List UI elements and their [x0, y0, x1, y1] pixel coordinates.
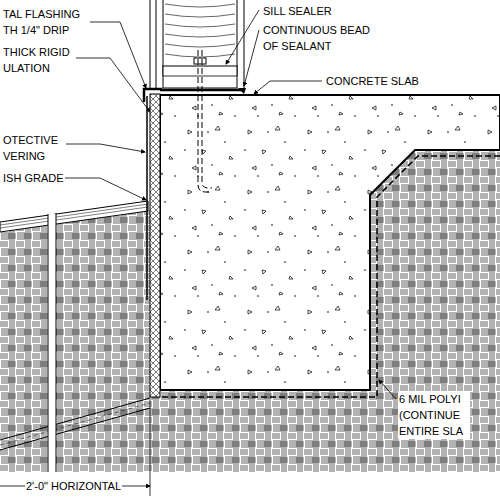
- callout-label: 6 MIL POLYI (CONTINUE ENTIRE SLA: [398, 391, 470, 439]
- callout-label: ISH GRADE: [2, 170, 65, 186]
- callout-label: SILL SEALER: [262, 3, 333, 19]
- dimension-label: 2'-0" HORIZONTAL: [25, 478, 122, 494]
- callout-label: CONCRETE SLAB: [325, 73, 420, 89]
- callout-label: TAL FLASHING TH 1/4" DRIP: [2, 6, 90, 38]
- callout-label: CONTINUOUS BEAD OF SEALANT: [262, 22, 376, 54]
- callout-label: OTECTIVE VERING: [2, 132, 66, 164]
- callout-label: THICK RIGID ULATION: [2, 44, 76, 76]
